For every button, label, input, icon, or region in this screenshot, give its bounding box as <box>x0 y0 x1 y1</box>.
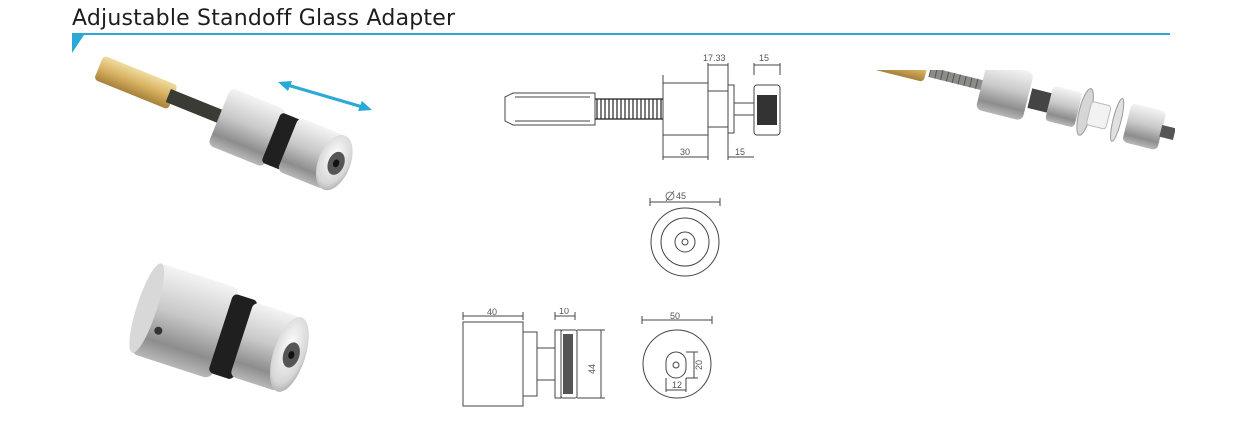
front-view-drawing: 45 <box>649 190 721 277</box>
title-underline <box>72 33 1170 35</box>
product-photo-body <box>129 263 309 392</box>
dim-side-gap: 10 <box>559 308 569 316</box>
dim-top-2: 15 <box>759 53 769 63</box>
double-arrow-icon <box>278 81 372 111</box>
dim-slot-height: 20 <box>694 360 704 370</box>
dim-slot-width: 12 <box>672 380 682 390</box>
side-view-drawing: 17.33 15 30 15 <box>504 53 781 160</box>
small-front-drawing: 50 20 12 <box>641 312 713 399</box>
dim-bottom-2: 15 <box>735 147 745 157</box>
corner-marker <box>72 35 84 53</box>
dim-bottom-1: 30 <box>680 147 690 157</box>
product-photo-assembled <box>95 56 353 191</box>
dim-side-width: 40 <box>487 308 497 317</box>
dim-diameter-front: 45 <box>676 191 686 201</box>
product-photo-exploded <box>846 70 1175 150</box>
page-title: Adjustable Standoff Glass Adapter <box>72 6 456 31</box>
small-side-drawing: 40 10 44 <box>462 308 605 407</box>
dim-side-diameter: 44 <box>587 364 597 374</box>
dim-front-diameter: 50 <box>670 312 680 321</box>
diameter-icon <box>665 190 675 202</box>
dim-top-1: 17.33 <box>703 53 726 63</box>
